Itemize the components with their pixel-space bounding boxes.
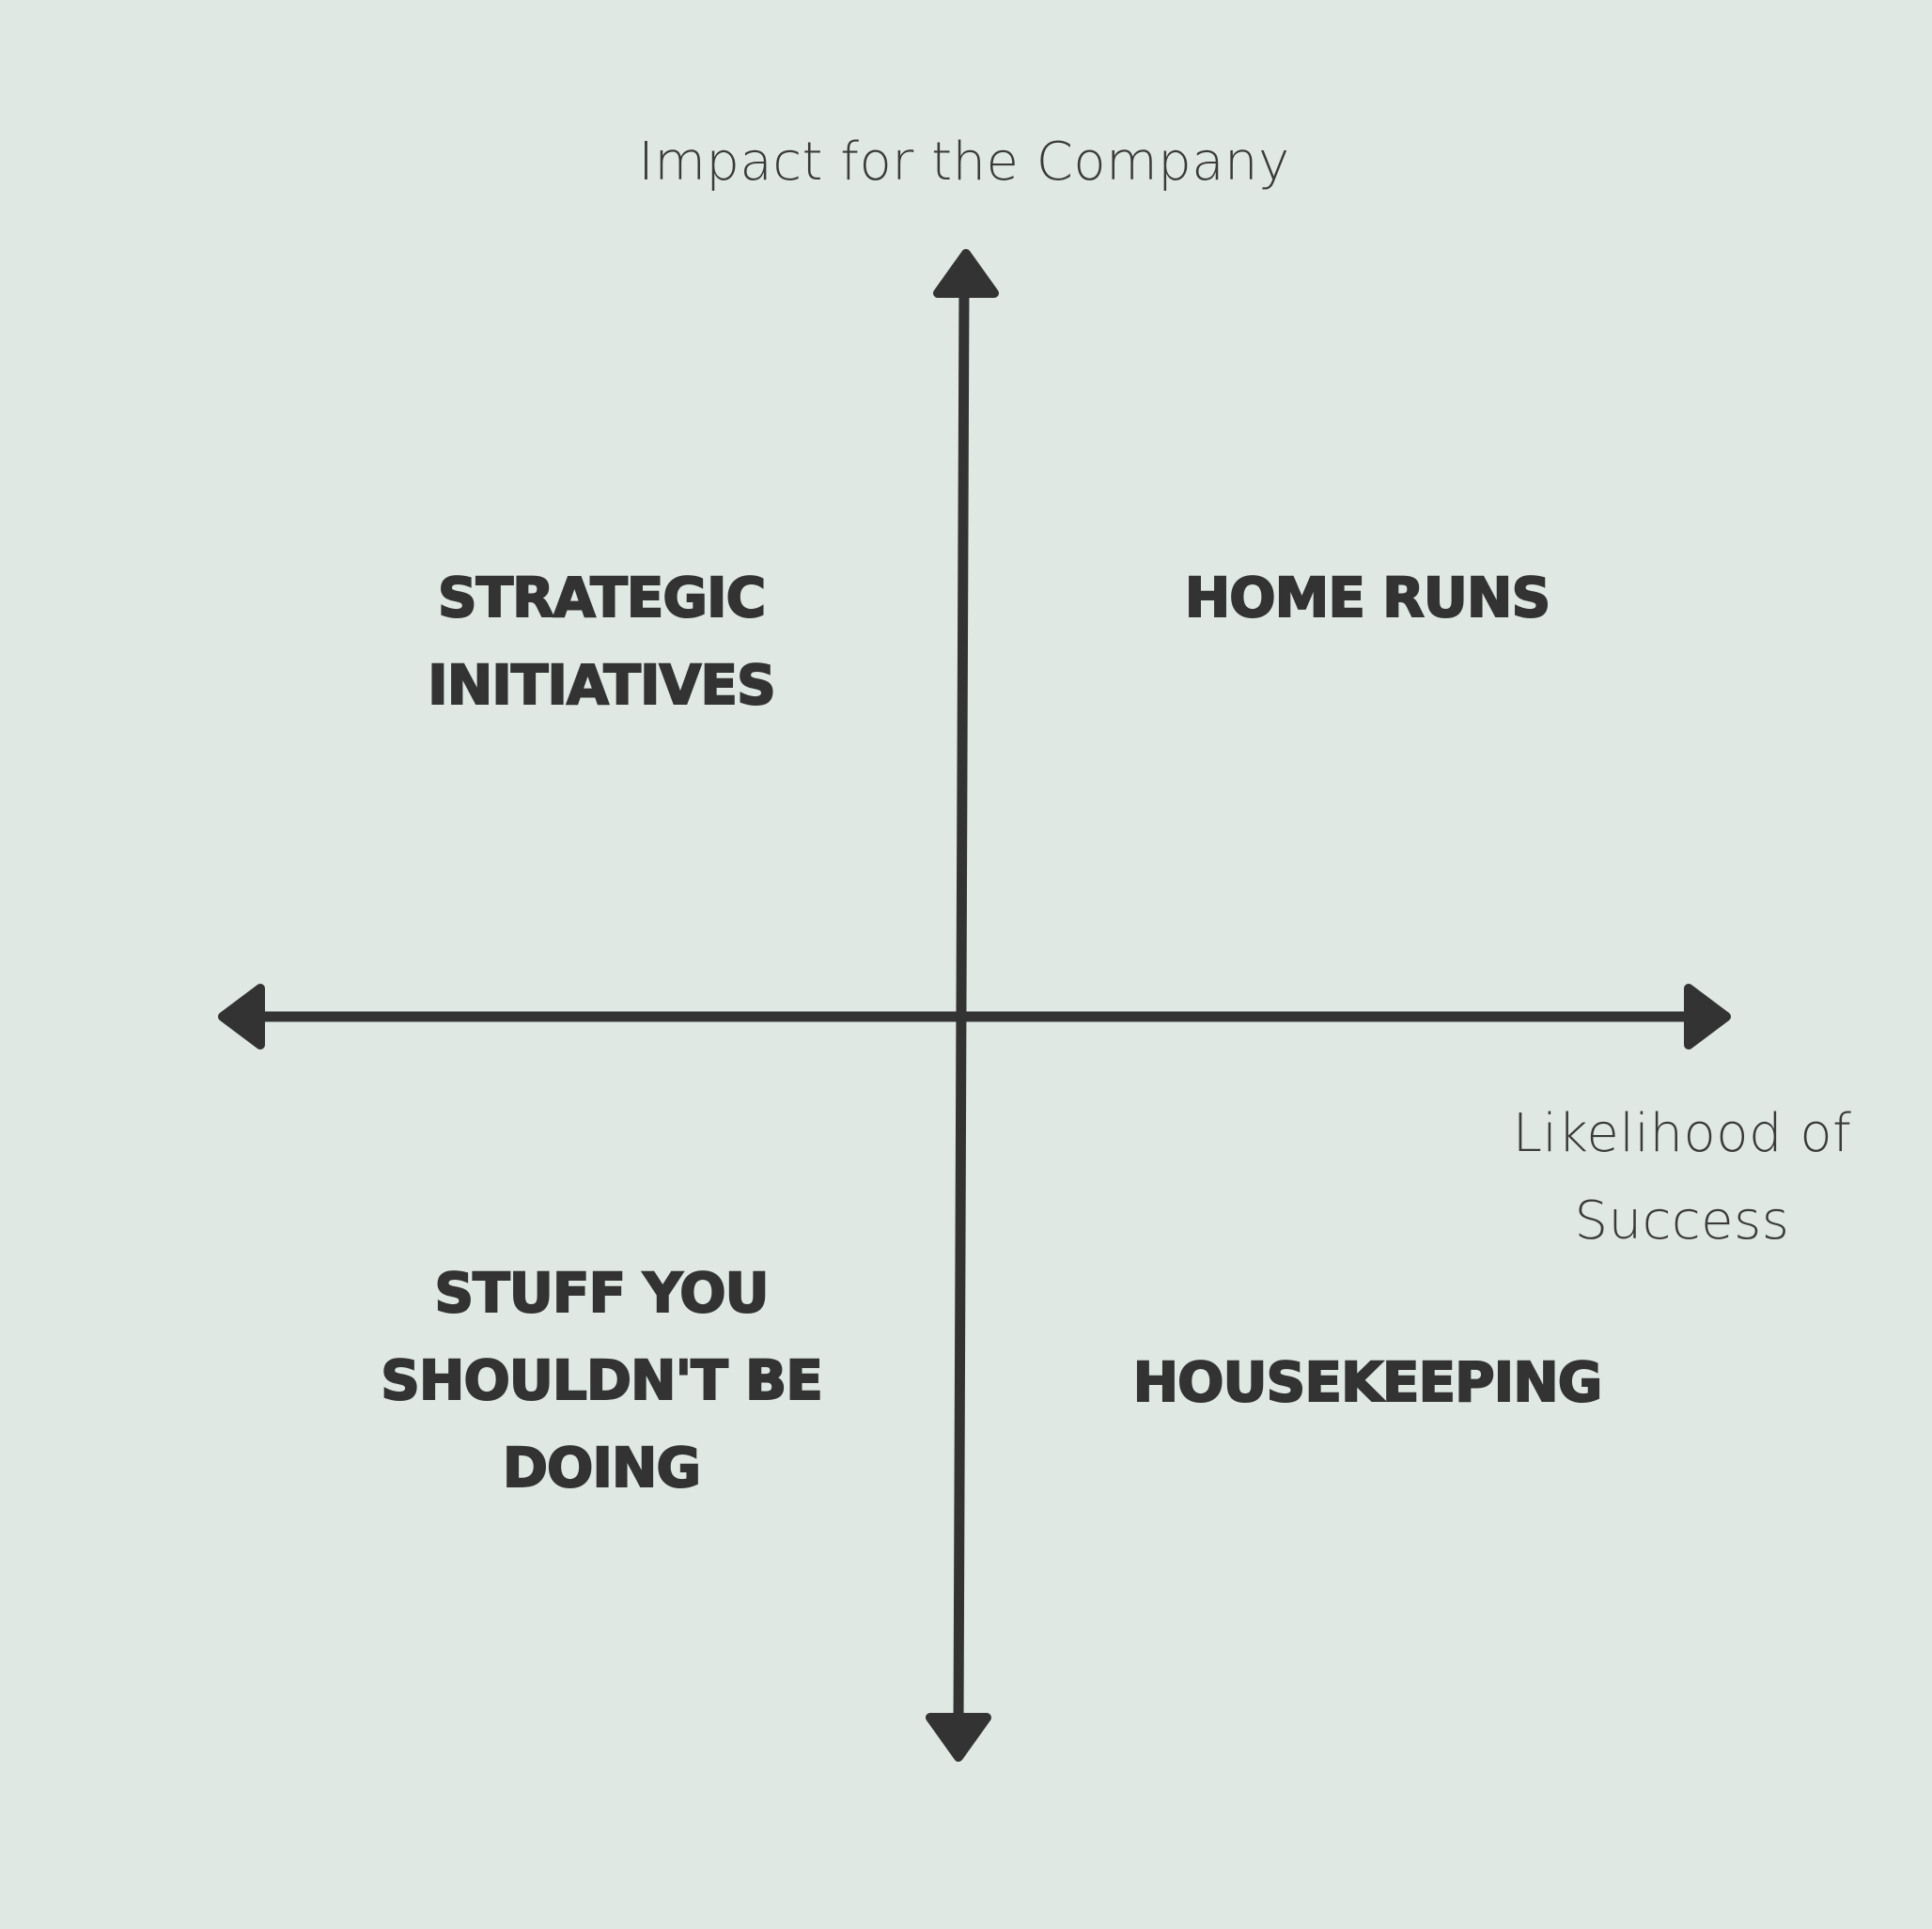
- down-arrowhead-icon: [926, 1713, 991, 1762]
- up-arrowhead-icon: [933, 249, 999, 298]
- quadrant-label-top-left: STRATEGIC INITIATIVES: [427, 565, 777, 718]
- quadrant-label-bottom-left: STUFF YOU SHOULDN'T BE DOING: [380, 1260, 824, 1501]
- quadrant-label-bottom-right: HOUSEKEEPING: [1132, 1349, 1604, 1415]
- left-arrowhead-icon: [218, 984, 265, 1050]
- x-axis-title: Likelihood of Success: [1512, 1103, 1852, 1252]
- vertical-axis-line: [953, 276, 970, 1730]
- right-arrowhead-icon: [1684, 984, 1731, 1050]
- y-axis-title: Impact for the Company: [0, 132, 1932, 193]
- y-axis-title-text: Impact for the Company: [638, 132, 1290, 193]
- quadrant-label-top-right: HOME RUNS: [1184, 565, 1551, 630]
